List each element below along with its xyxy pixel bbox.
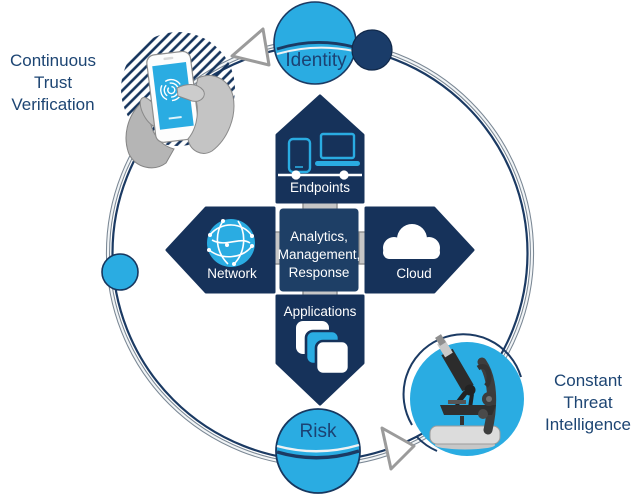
left-annotation-line-3: Verification <box>11 95 94 114</box>
constant-threat-intelligence-text: Constant Threat Intelligence <box>545 371 631 434</box>
risk-node: Risk <box>275 408 361 494</box>
right-annotation-line-3: Intelligence <box>545 415 631 434</box>
right-annotation-line-2: Threat <box>563 393 612 412</box>
risk-label: Risk <box>300 421 337 442</box>
center-box <box>279 208 359 292</box>
phone-and-laptop-icon <box>278 132 362 180</box>
center-line-2: Management, <box>278 247 361 262</box>
microscope-photo <box>402 333 524 456</box>
network-label: Network <box>207 266 257 281</box>
applications-label: Applications <box>284 304 357 319</box>
phone-screen <box>152 62 194 130</box>
decorative-arc-small <box>416 436 438 452</box>
center-text: Analytics, Management, Response <box>278 229 361 280</box>
cloud-label: Cloud <box>396 266 431 281</box>
small-navy-ball <box>351 29 393 71</box>
identity-node: Identity <box>273 1 357 85</box>
small-blue-ball <box>101 253 139 291</box>
right-annotation-line-1: Constant <box>554 371 622 390</box>
continuous-trust-verification-text: Continuous Trust Verification <box>10 51 96 114</box>
endpoints-label: Endpoints <box>290 180 350 195</box>
left-annotation-line-1: Continuous <box>10 51 96 70</box>
arrow-bottom-icon <box>380 426 416 471</box>
left-annotation-line-2: Trust <box>34 73 72 92</box>
center-line-3: Response <box>289 265 350 280</box>
cloud-icon <box>383 224 440 259</box>
identity-label: Identity <box>285 50 347 71</box>
stacked-apps-icon <box>296 321 351 376</box>
hands-holding-phone-photo <box>121 32 235 169</box>
globe-network-icon <box>207 219 255 267</box>
right-hand <box>176 75 235 154</box>
arrow-top-icon <box>230 27 271 67</box>
microscope-icon <box>429 334 501 450</box>
center-line-1: Analytics, <box>290 229 348 244</box>
